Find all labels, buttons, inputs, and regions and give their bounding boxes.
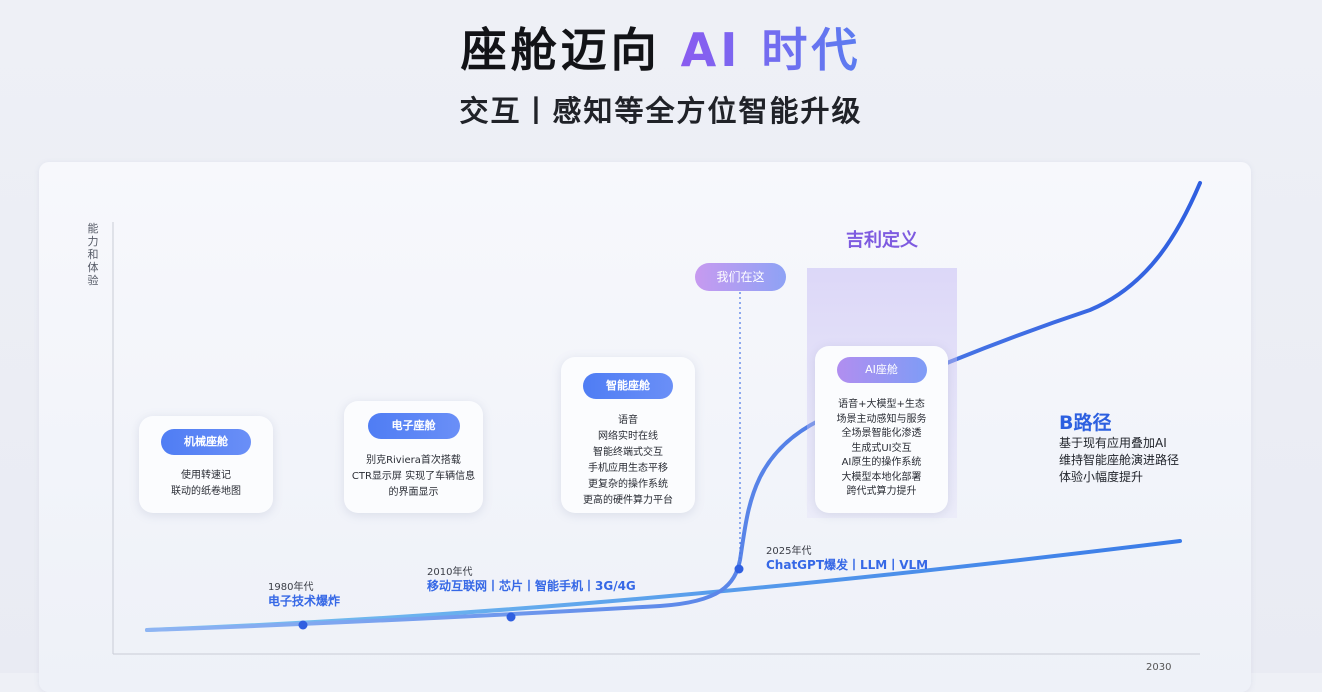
x-axis-end-year: 2030 bbox=[1146, 662, 1172, 673]
card-title-pill: 机械座舱 bbox=[161, 429, 251, 455]
we-are-here-badge: 我们在这 bbox=[695, 263, 786, 291]
card-line: CTR显示屏 实现了车辆信息 bbox=[351, 471, 476, 482]
era-dot-2025 bbox=[734, 564, 744, 574]
card-title-pill: AI座舱 bbox=[836, 357, 927, 383]
card-line: 场景主动感知与服务 bbox=[836, 413, 927, 425]
page-title: 座舱迈向 AI 时代 bbox=[0, 14, 1322, 80]
era-dot-1980 bbox=[298, 620, 308, 630]
card-line: 联动的纸卷地图 bbox=[171, 486, 241, 497]
era-tech-2010: 移动互联网丨芯片丨智能手机丨3G/4G bbox=[427, 579, 636, 593]
y-axis-label: 能 力 和 体 验 bbox=[87, 222, 99, 287]
card-mechanical-cockpit: 机械座舱 使用转速记 联动的纸卷地图 bbox=[139, 416, 273, 513]
b-path-line: 基于现有应用叠加AI bbox=[1059, 436, 1167, 450]
card-line: AI原生的操作系统 bbox=[841, 457, 922, 468]
card-line: 更高的硬件算力平台 bbox=[583, 495, 673, 506]
title-prefix: 座舱迈向 bbox=[460, 23, 681, 77]
geely-definition-label: 吉利定义 bbox=[846, 230, 918, 251]
b-path-title: B路径 bbox=[1059, 412, 1112, 434]
card-smart-cockpit: 智能座舱 语音 网络实时在线 智能终端式交互 手机应用生态平移 更复杂的操作系统… bbox=[561, 357, 695, 513]
a-path-curve bbox=[145, 181, 1202, 632]
b-path-description: 基于现有应用叠加AI 维持智能座舱演进路径 体验小幅度提升 bbox=[1059, 435, 1179, 486]
card-line: 网络实时在线 bbox=[598, 431, 658, 442]
card-line: 别克Riviera首次搭载 bbox=[366, 455, 461, 466]
era-year-2025: 2025年代 bbox=[766, 546, 812, 557]
card-body: 语音+大模型+生态 场景主动感知与服务 全场景智能化渗透 生成式UI交互 AI原… bbox=[815, 398, 948, 500]
b-path-line: 维持智能座舱演进路径 bbox=[1059, 453, 1180, 467]
card-ai-cockpit: AI座舱 语音+大模型+生态 场景主动感知与服务 全场景智能化渗透 生成式UI交… bbox=[815, 346, 948, 513]
card-line: 的界面显示 bbox=[388, 487, 439, 498]
card-title-pill: 电子座舱 bbox=[367, 413, 460, 439]
card-line: 使用转速记 bbox=[181, 470, 231, 481]
evolution-curves bbox=[112, 181, 1202, 655]
card-line: 语音+大模型+生态 bbox=[838, 399, 925, 410]
era-dot-2010 bbox=[506, 612, 516, 622]
card-line: 全场景智能化渗透 bbox=[841, 428, 922, 439]
card-line: 跨代式算力提升 bbox=[846, 486, 917, 497]
era-tech-1980: 电子技术爆炸 bbox=[268, 594, 341, 608]
era-year-2010: 2010年代 bbox=[427, 567, 473, 578]
card-line: 大模型本地化部署 bbox=[841, 471, 922, 483]
card-line: 语音 bbox=[618, 415, 638, 426]
card-body: 语音 网络实时在线 智能终端式交互 手机应用生态平移 更复杂的操作系统 更高的硬… bbox=[561, 413, 695, 509]
card-body: 别克Riviera首次搭载 CTR显示屏 实现了车辆信息 的界面显示 bbox=[344, 453, 483, 501]
card-line: 更复杂的操作系统 bbox=[588, 479, 668, 490]
page-subtitle: 交互丨感知等全方位智能升级 bbox=[459, 94, 863, 128]
card-line: 智能终端式交互 bbox=[593, 447, 663, 458]
card-line: 生成式UI交互 bbox=[851, 442, 912, 454]
b-path-line: 体验小幅度提升 bbox=[1059, 470, 1144, 484]
era-year-1980: 1980年代 bbox=[268, 582, 314, 593]
card-body: 使用转速记 联动的纸卷地图 bbox=[139, 468, 273, 500]
card-line: 手机应用生态平移 bbox=[588, 463, 668, 474]
card-electronic-cockpit: 电子座舱 别克Riviera首次搭载 CTR显示屏 实现了车辆信息 的界面显示 bbox=[344, 401, 483, 513]
title-ai: AI 时代 bbox=[680, 23, 862, 77]
era-tech-2025: ChatGPT爆发丨LLM丨VLM bbox=[766, 558, 929, 572]
card-title-pill: 智能座舱 bbox=[583, 373, 673, 399]
